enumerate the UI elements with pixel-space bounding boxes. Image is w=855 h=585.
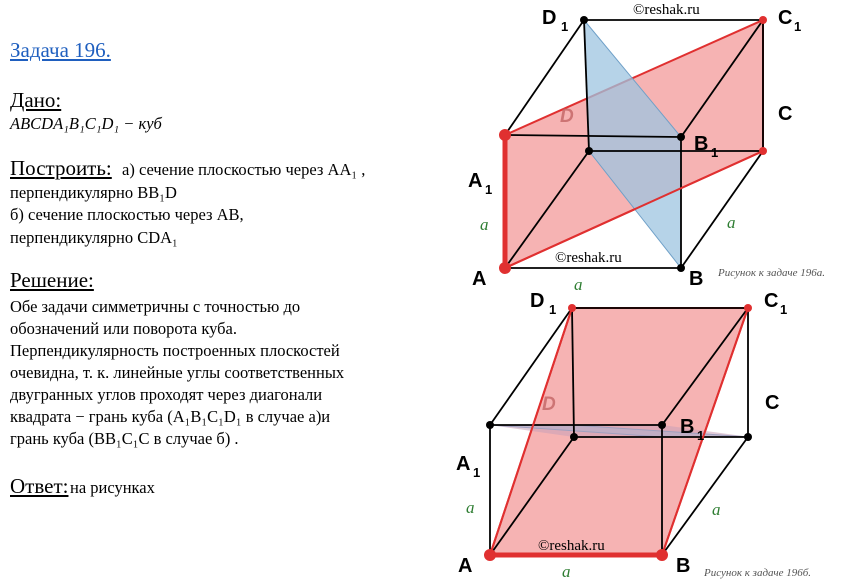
label-A1-sub-a: 1 [485, 182, 492, 197]
label-A1-a: A [468, 170, 482, 192]
label-B-a: B [689, 268, 703, 290]
vertex-B1-a [677, 133, 685, 141]
vertex-A-b [484, 549, 496, 561]
watermark-mid: ©reshak.ru [555, 250, 622, 266]
edge-AC-a [504, 150, 764, 269]
label-A1-b: A [456, 453, 470, 475]
solution-line: очевидна, т. к. линейные углы соответств… [10, 363, 345, 382]
label-B1-b: B [680, 416, 694, 438]
side-label-a-right: a [727, 213, 736, 232]
label-A-b: A [458, 555, 472, 577]
figure-b: A B C D A 1 B 1 C 1 D 1 a a a ©reshak.ru… [456, 290, 811, 581]
construct-line-3: б) сечение плоскостью через AB, [10, 205, 244, 224]
vertex-B1-b [658, 421, 666, 429]
label-D1-sub-a: 1 [561, 19, 568, 34]
solution-line: грань куба (BB₁C₁C в случае б) . [10, 429, 239, 448]
label-B1-sub-a: 1 [711, 145, 718, 160]
label-B1-sub-b: 1 [697, 428, 704, 443]
edge-AD1-b [489, 307, 573, 556]
given-text: ABCDA₁B₁C₁D₁ − куб [10, 114, 162, 133]
figure-a: A B C D A 1 B 1 C 1 D 1 a a a ©reshak.ru… [468, 2, 825, 294]
label-A-a: A [472, 268, 486, 290]
solution-line: Обе задачи симметричны с точностью до [10, 297, 301, 316]
vertex-A-a [499, 262, 511, 274]
construct-line-1: а) сечение плоскостью через AA₁ , [122, 160, 366, 179]
vertex-D1-a [580, 16, 588, 24]
solution-line: обозначений или поворота куба. [10, 319, 237, 338]
caption-b: Рисунок к задаче 196б. [703, 567, 811, 579]
cube-edges-a [504, 19, 764, 269]
side-label-b-right: a [712, 500, 721, 519]
label-D-b: D [542, 394, 556, 415]
solution-line: двугранных углов проходят через диагонал… [10, 385, 323, 404]
label-D1-b: D [530, 290, 544, 312]
vertex-A1-a [499, 129, 511, 141]
solution-heading: Решение: [10, 268, 94, 292]
edge-BC1-b [661, 307, 749, 556]
perpendicular-plane-a [583, 18, 682, 270]
label-C-a: C [778, 103, 792, 125]
caption-a: Рисунок к задаче 196а. [717, 267, 825, 279]
solution-line: квадрата − грань куба (A₁B₁C₁D₁ в случае… [10, 407, 331, 426]
construct-line-2: перпендикулярно BB₁D [10, 183, 177, 202]
construct-heading: Построить: [10, 156, 112, 180]
side-label-a-left: a [480, 215, 489, 234]
side-label-a-bottom: a [574, 275, 583, 294]
construct-line-4: перпендикулярно CDA₁ [10, 228, 178, 247]
watermark-top: ©reshak.ru [633, 2, 700, 18]
answer-heading: Ответ: [10, 474, 69, 498]
given-heading: Дано: [10, 88, 62, 112]
label-C1-sub-a: 1 [794, 19, 801, 34]
label-B1-a: B [694, 133, 708, 155]
vertex-C-a [759, 147, 767, 155]
vertex-C1-a [759, 16, 767, 24]
vertex-B-b [656, 549, 668, 561]
problem-title[interactable]: Задача 196. [10, 38, 111, 62]
vertex-A1-b [486, 421, 494, 429]
vertex-D1-b [568, 304, 576, 312]
cube-edges-b [489, 307, 749, 556]
label-C1-b: C [764, 290, 778, 312]
overlap-plane-b [490, 425, 750, 437]
vertex-C1-b [744, 304, 752, 312]
label-B-b: B [676, 555, 690, 577]
label-C-b: C [765, 392, 779, 414]
label-D1-a: D [542, 7, 556, 29]
vertex-D-a [585, 147, 593, 155]
answer-text: на рисунках [70, 478, 155, 497]
side-label-b-bottom: a [562, 562, 571, 581]
label-D-a: D [560, 106, 574, 127]
vertex-D-b [570, 433, 578, 441]
label-A1-sub-b: 1 [473, 465, 480, 480]
label-C1-sub-b: 1 [780, 302, 787, 317]
watermark-b: ©reshak.ru [538, 538, 605, 554]
label-C1-a: C [778, 7, 792, 29]
solution-line: Перпендикулярность построенных плоскосте… [10, 341, 340, 360]
vertex-C-b [744, 433, 752, 441]
side-label-b-left: a [466, 498, 475, 517]
label-D1-sub-b: 1 [549, 302, 556, 317]
vertex-B-a [677, 264, 685, 272]
